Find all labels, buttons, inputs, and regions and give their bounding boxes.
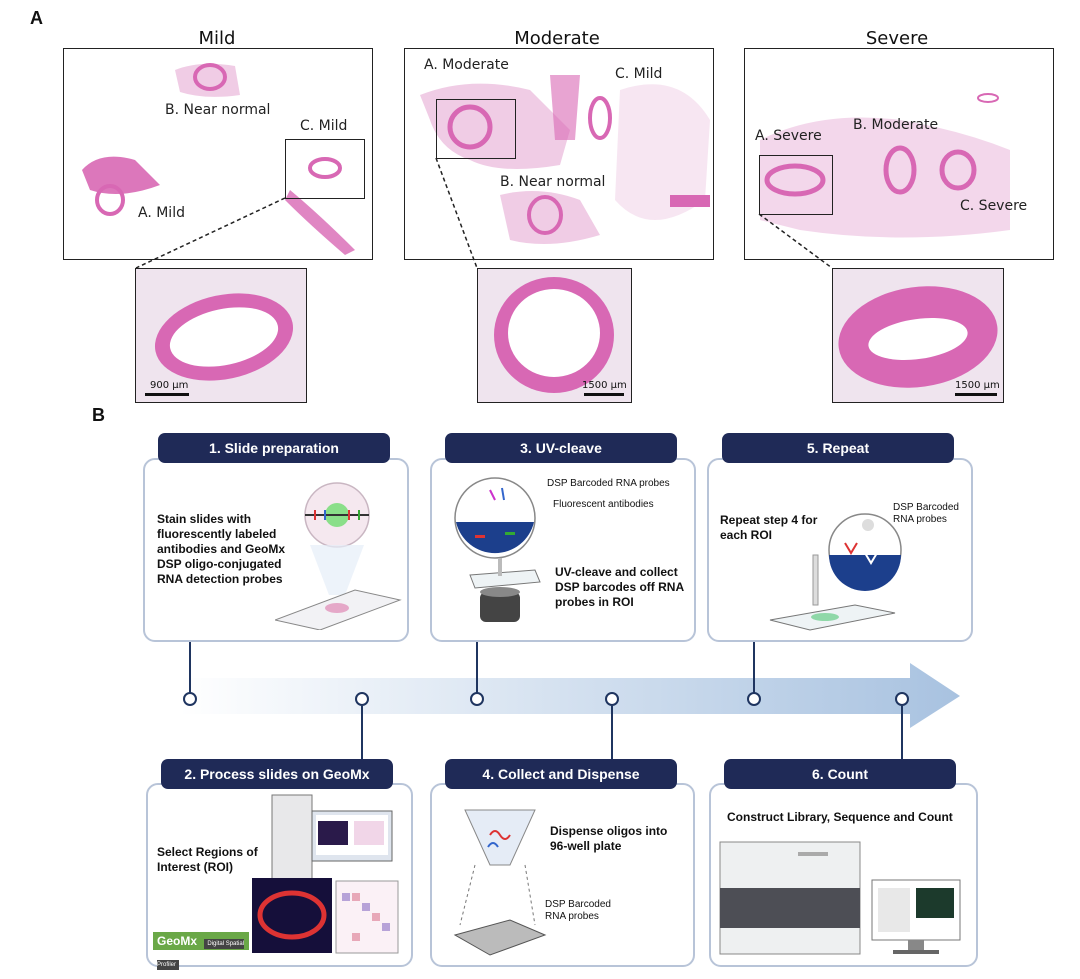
step-1-title: 1. Slide preparation (158, 433, 390, 463)
mild-roi-box (285, 139, 365, 199)
step-4-title: 4. Collect and Dispense (445, 759, 677, 789)
severe-roi-box (759, 155, 833, 215)
step-5-label-probes: DSP Barcoded RNA probes (893, 502, 959, 525)
mild-slide (63, 48, 373, 260)
timeline-arrow (180, 663, 960, 728)
severe-slide (744, 48, 1054, 260)
connector-step-2 (361, 706, 363, 760)
moderate-label-b: B. Near normal (500, 174, 606, 190)
column-title-moderate: Moderate (514, 28, 600, 49)
connector-step-4 (611, 706, 613, 760)
timeline-node-5 (747, 692, 761, 706)
severe-slide-tissue (760, 93, 1010, 238)
mild-scale-label: 900 µm (150, 380, 189, 391)
step-6-illustration (719, 841, 961, 955)
severe-label-a: A. Severe (755, 128, 822, 144)
step-2-text: Select Regions of Interest (ROI) (157, 845, 258, 874)
timeline-node-4 (605, 692, 619, 706)
step-1-text: Stain slides with fluorescently labeled … (157, 512, 286, 586)
moderate-slide (404, 48, 714, 260)
connector-step-6 (901, 706, 903, 760)
mild-label-a: A. Mild (138, 205, 185, 221)
step-3-text: UV-cleave and collect DSP barcodes off R… (555, 565, 684, 609)
geomx-logo-text: GeoMx (157, 934, 198, 948)
step-5-illustration (769, 513, 902, 631)
mild-scale-bar (145, 393, 189, 396)
moderate-slide-tissue (420, 75, 710, 244)
step-6-text: Construct Library, Sequence and Count (727, 810, 953, 824)
severe-label-b: B. Moderate (853, 117, 939, 133)
timeline-node-6 (895, 692, 909, 706)
severe-label-c: C. Severe (960, 198, 1028, 214)
severe-inset (832, 268, 1004, 403)
column-title-mild: Mild (198, 28, 236, 49)
step-2-title: 2. Process slides on GeoMx (161, 759, 393, 789)
moderate-label-c: C. Mild (615, 66, 663, 82)
mild-inset (135, 268, 307, 403)
step-3-label-antibodies: Fluorescent antibodies (553, 499, 654, 510)
panel-a-drawings (82, 63, 1010, 269)
timeline-node-1 (183, 692, 197, 706)
step-4-illustration (453, 809, 547, 956)
panel-b-letter: B (92, 405, 105, 425)
moderate-roi-box (436, 99, 516, 159)
step-2-illustration (252, 794, 399, 954)
step-3-title: 3. UV-cleave (445, 433, 677, 463)
moderate-label-a: A. Moderate (424, 57, 509, 73)
timeline-node-2 (355, 692, 369, 706)
step-4-text: Dispense oligos into 96-well plate (550, 824, 668, 853)
step-5-text: Repeat step 4 for each ROI (720, 513, 818, 542)
column-title-severe: Severe (865, 28, 929, 49)
step-3-illustration (454, 477, 541, 622)
step-5-title: 5. Repeat (722, 433, 954, 463)
panel-a-letter: A (30, 8, 43, 28)
mild-slide-tissue (82, 63, 355, 255)
moderate-inset (477, 268, 632, 403)
mild-label-c: C. Mild (300, 118, 348, 134)
connector-step-5 (753, 638, 755, 694)
connector-step-1 (189, 638, 191, 694)
step-4-label-probes: DSP Barcoded RNA probes (545, 899, 611, 922)
severe-scale-bar (955, 393, 997, 396)
mild-label-b: B. Near normal (165, 102, 271, 118)
step-6-title: 6. Count (724, 759, 956, 789)
severe-scale-label: 1500 µm (955, 380, 1000, 391)
timeline-node-3 (470, 692, 484, 706)
moderate-scale-bar (584, 393, 624, 396)
step-1-illustration (275, 482, 402, 630)
connector-step-3 (476, 638, 478, 694)
geomx-logo: GeoMx Digital Spatial Profiler (153, 932, 249, 970)
step-3-label-probes: DSP Barcoded RNA probes (547, 478, 670, 489)
moderate-scale-label: 1500 µm (582, 380, 627, 391)
